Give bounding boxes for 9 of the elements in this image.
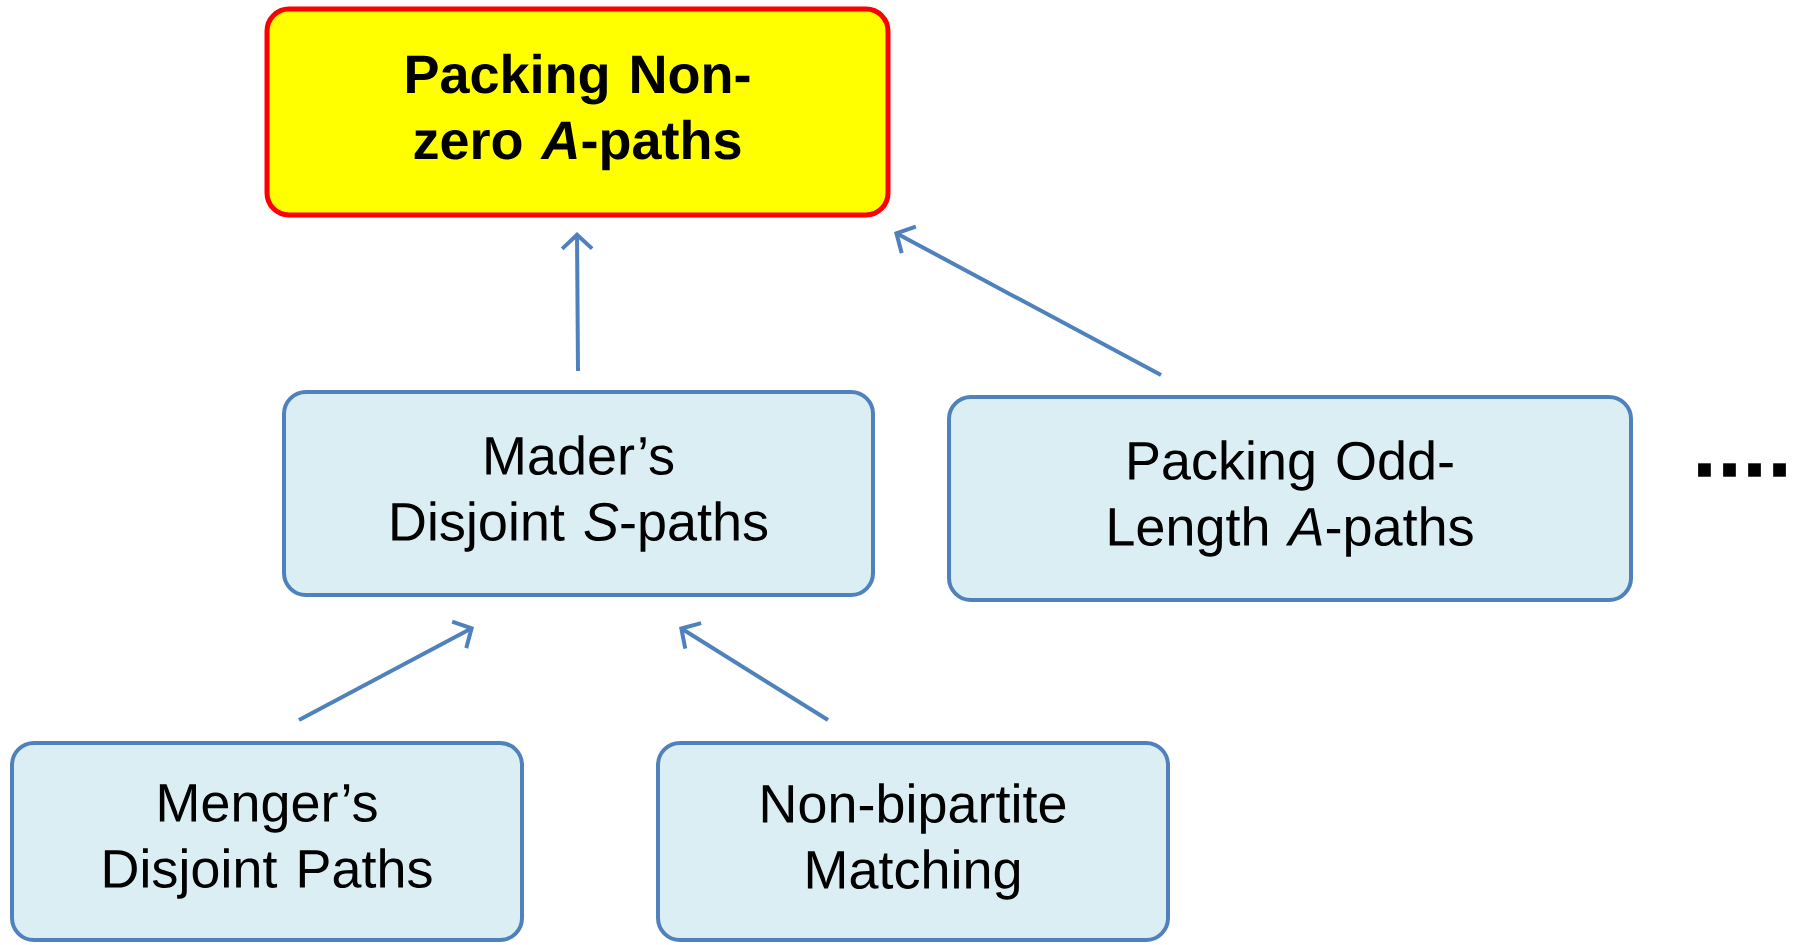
- arrow: [894, 224, 1162, 377]
- arrow: [298, 619, 474, 722]
- concept-box: Packing Odd-Length A-paths: [947, 395, 1633, 602]
- concept-box: Non-bipartite Matching: [656, 741, 1170, 942]
- arrow: [560, 232, 594, 372]
- concept-box: Mader’s Disjoint S-paths: [282, 390, 875, 597]
- concept-box: Menger’s Disjoint Paths: [10, 741, 524, 942]
- title-box: Packing Non-zero A-paths: [264, 6, 891, 218]
- arrow: [679, 621, 830, 722]
